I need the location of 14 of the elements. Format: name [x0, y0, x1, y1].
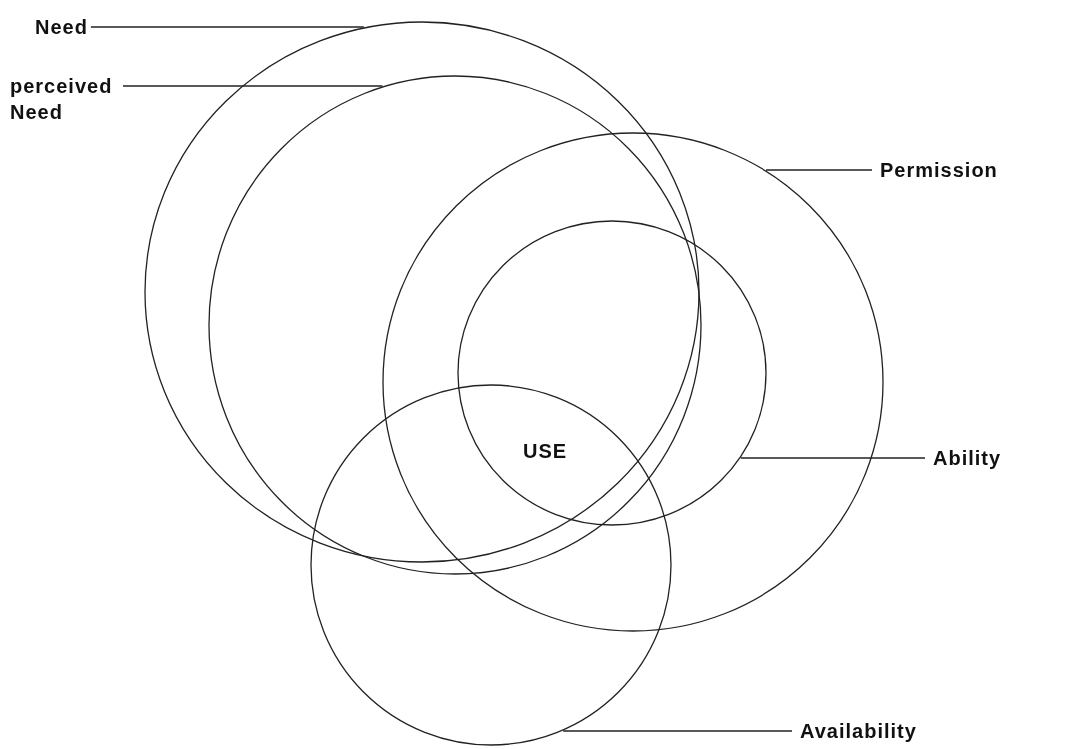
set-label: Ability — [933, 445, 1002, 471]
set-circle — [144, 21, 700, 563]
intersection-label: USE — [523, 439, 568, 464]
leader-line — [765, 169, 873, 171]
leader-line — [122, 85, 384, 87]
leader-line — [90, 26, 365, 28]
set-label: Availability — [800, 718, 917, 744]
set-circle — [457, 220, 767, 526]
set-circle — [310, 384, 672, 746]
set-label: Permission — [880, 157, 998, 183]
leader-line — [740, 457, 926, 459]
leader-line — [562, 730, 793, 732]
set-label: Need — [35, 14, 88, 40]
set-label: perceived Need — [10, 73, 120, 125]
